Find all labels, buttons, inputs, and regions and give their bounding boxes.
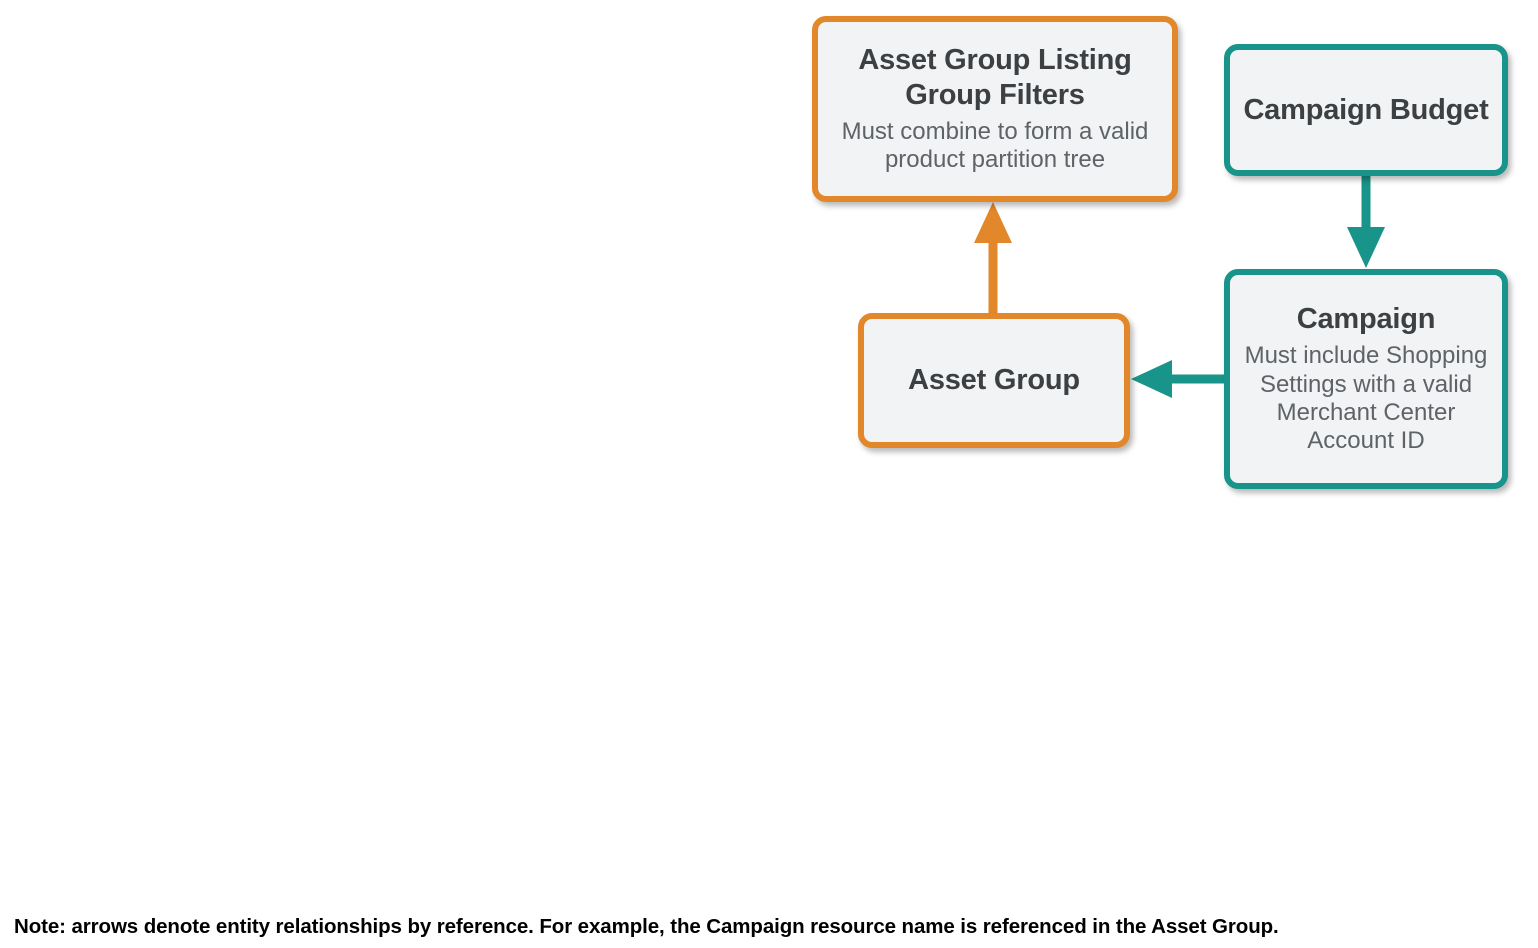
arrow-campaign-budget-to-campaign [1347, 173, 1385, 268]
node-title: Asset Group [908, 364, 1080, 397]
node-subtitle: Must include Shopping Settings with a va… [1244, 342, 1488, 455]
arrow-campaign-to-asset-group [1131, 360, 1227, 398]
node-campaign[interactable]: Campaign Must include Shopping Settings … [1224, 269, 1508, 489]
node-title: Campaign Budget [1243, 93, 1489, 126]
node-asset-group-listing-group-filters[interactable]: Asset Group Listing Group Filters Must c… [812, 16, 1178, 202]
arrow-asset-group-to-listing-group-filters [974, 202, 1012, 316]
node-asset-group[interactable]: Asset Group [858, 313, 1130, 448]
node-title: Campaign [1296, 303, 1436, 336]
node-campaign-budget[interactable]: Campaign Budget [1224, 44, 1508, 176]
node-title: Asset Group Listing Group Filters [858, 44, 1132, 111]
node-subtitle: Must combine to form a valid product par… [841, 117, 1149, 174]
diagram-note: Note: arrows denote entity relationships… [14, 915, 1279, 938]
